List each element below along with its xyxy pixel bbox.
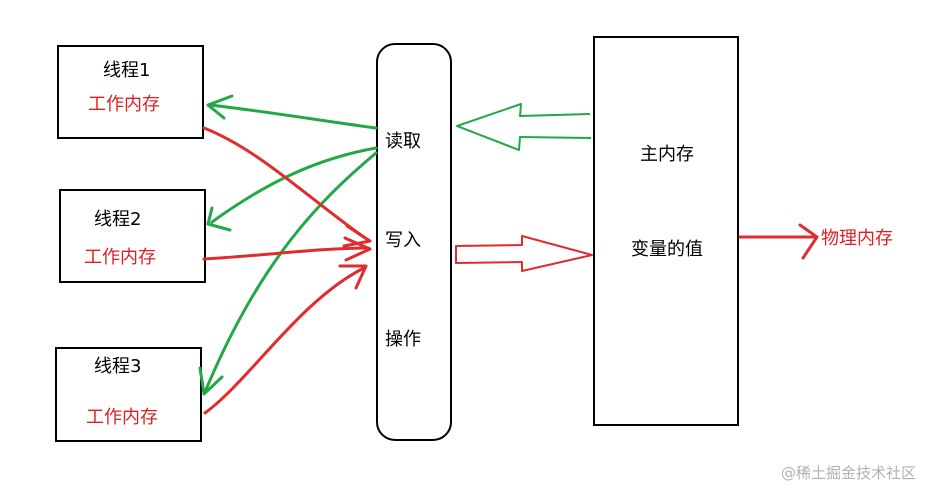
write-label: 写入: [385, 230, 421, 251]
thread2-to-write-arrowhead: [343, 236, 372, 262]
thread-3-work-memory: 工作内存: [86, 407, 158, 428]
thread-1-work-memory: 工作内存: [88, 94, 160, 115]
red-write-arrows: [202, 126, 372, 415]
physical-memory-label: 物理内存: [821, 228, 893, 249]
main-memory-box: 主内存 变量的值: [593, 36, 739, 426]
main-memory-title: 主内存: [640, 144, 694, 165]
read-label: 读取: [385, 131, 421, 152]
thread-2-box: 线程2 工作内存: [59, 189, 206, 283]
watermark-text: @稀土掘金技术社区: [781, 464, 916, 482]
read-block-arrow: [456, 103, 592, 151]
thread2-to-write-arrow: [202, 246, 370, 261]
write-block-arrow: [455, 235, 593, 272]
variable-value-label: 变量的值: [631, 239, 703, 260]
physical-memory-arrow: [738, 223, 819, 260]
thread-3-box: 线程3 工作内存: [55, 347, 202, 442]
thread-1-box: 线程1 工作内存: [57, 45, 204, 139]
thread-2-name: 线程2: [94, 209, 141, 230]
read-to-thread2-arrow: [210, 146, 378, 224]
read-to-thread1-arrowhead: [206, 94, 234, 120]
read-to-thread2-arrowhead: [206, 206, 232, 232]
thread-2-work-memory: 工作内存: [84, 247, 156, 268]
operation-label: 操作: [385, 329, 421, 350]
thread-3-name: 线程3: [94, 356, 141, 377]
read-to-thread3-arrow: [203, 151, 378, 394]
read-to-thread1-arrow: [208, 103, 378, 130]
thread-1-name: 线程1: [103, 60, 150, 81]
operations-bar: 读取 写入 操作: [376, 43, 452, 441]
green-read-arrows: [198, 94, 378, 396]
thread1-to-write-arrowhead: [342, 224, 372, 248]
read-to-thread3-arrowhead: [198, 366, 224, 396]
thread3-to-write-arrowhead: [338, 264, 368, 290]
thread3-to-write-arrow: [203, 266, 366, 415]
